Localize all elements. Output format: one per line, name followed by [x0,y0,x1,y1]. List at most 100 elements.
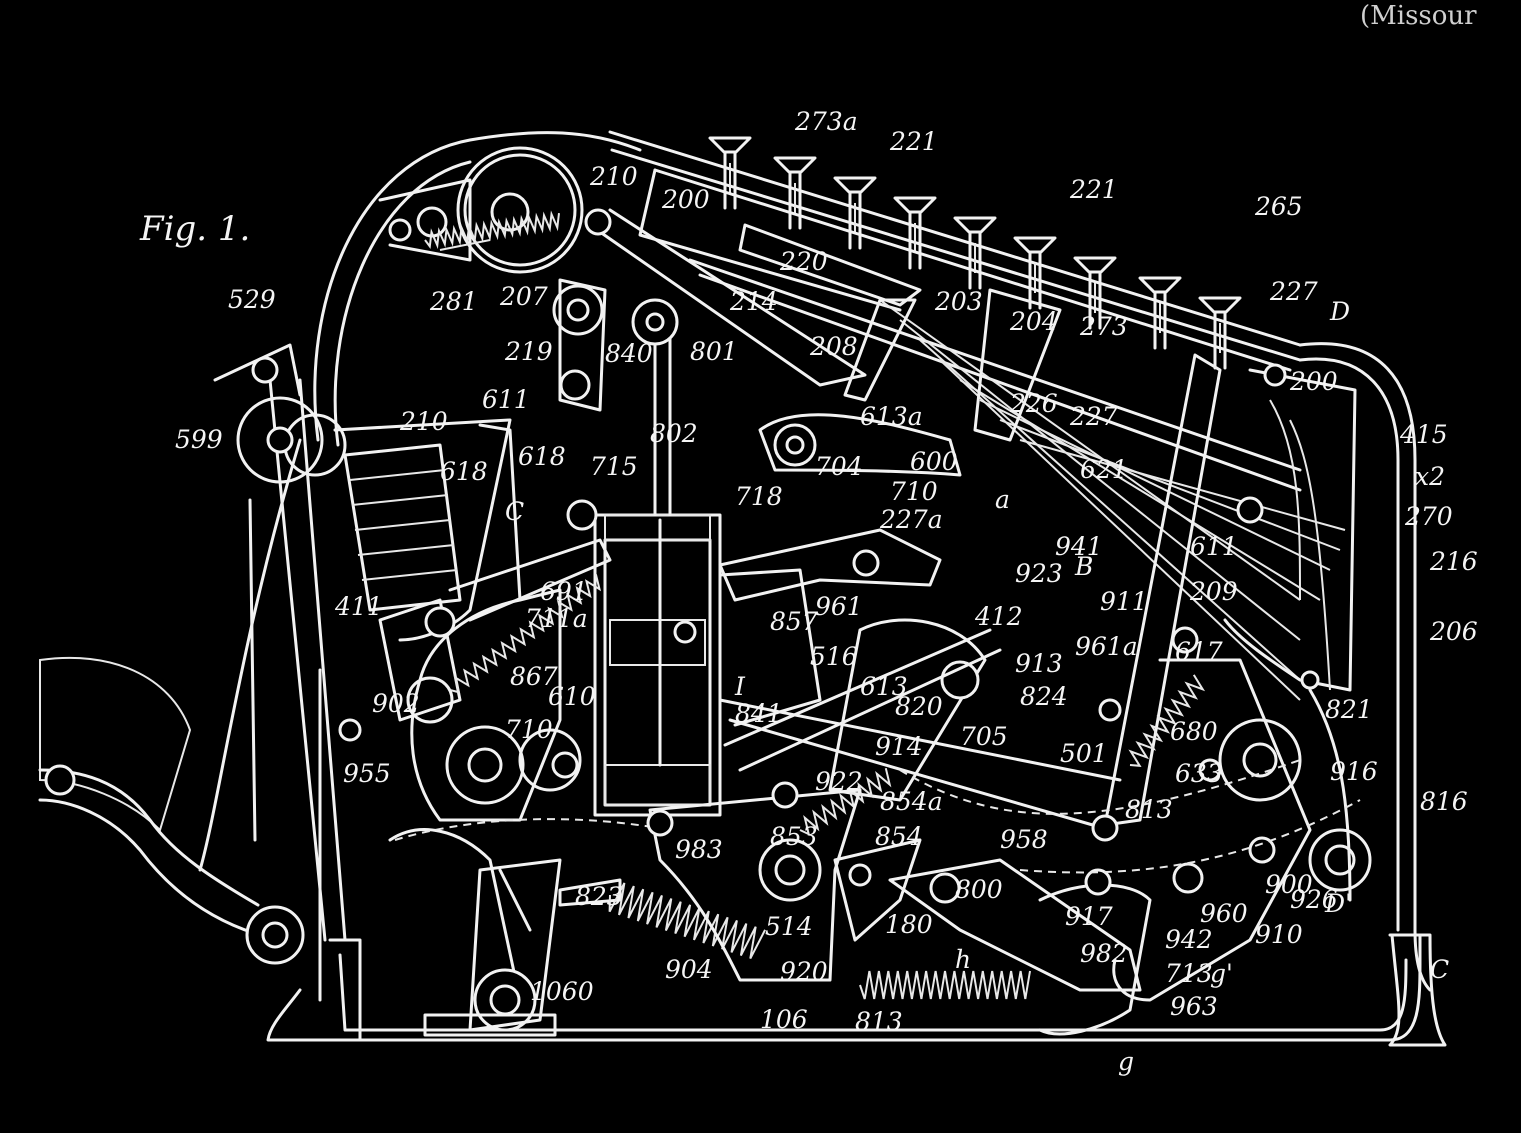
reference-label: 963 [1170,992,1218,1021]
reference-label: I [734,672,746,701]
reference-label: h [955,945,971,974]
reference-label: 273 [1079,312,1128,341]
reference-label: 813 [1125,795,1173,824]
reference-label: 961 [815,592,863,621]
reference-label: 501 [1060,739,1108,768]
reference-label: 802 [650,419,698,448]
reference-label: 821 [1325,695,1373,724]
reference-label: 816 [1420,787,1468,816]
reference-label: 813 [855,1007,903,1036]
reference-label: 801 [690,337,738,366]
reference-label: 514 [765,912,813,941]
reference-label: 281 [429,287,478,316]
reference-label: 599 [175,425,223,454]
reference-label: 955 [343,759,391,788]
reference-label: 207 [499,282,548,311]
reference-label: 710 [890,477,938,506]
key [1013,236,1057,310]
reference-label: 867 [510,662,558,691]
reference-label: 226 [1009,389,1058,418]
header-text: (Missour [1360,1,1477,31]
reference-label: 824 [1020,682,1068,711]
reference-label: 923 [1015,559,1063,588]
reference-label: 691 [540,577,588,606]
reference-label: 529 [228,285,276,314]
reference-label: 922 [815,767,863,796]
reference-label: C [505,497,524,526]
reference-label: 203 [934,287,983,316]
key [773,156,817,230]
reference-label: 106 [760,1005,808,1034]
coil-spring [449,574,602,694]
reference-label: 209 [1189,577,1238,606]
reference-label: 227a [879,505,943,534]
reference-label: 200 [661,185,710,214]
reference-label: 823 [575,882,623,911]
reference-label: 841 [735,699,783,728]
lower-right-mechanism [888,496,1372,1036]
reference-label: 982 [1080,939,1128,968]
reference-label: 613a [860,402,923,431]
lower-center-lever [646,781,922,982]
reference-label: 926 [1290,885,1338,914]
reference-label: 220 [779,247,828,276]
reference-label: 961a [1075,632,1138,661]
reference-label: 621 [1080,455,1128,484]
reference-label: 611 [1190,532,1238,561]
figure-title: Fig. 1. [139,209,250,249]
lower-linkage [388,818,671,1037]
reference-label: 960 [1200,899,1248,928]
reference-label: 853 [770,822,818,851]
coil-spring [859,970,1031,1000]
reference-label: 200 [1289,367,1338,396]
reference-label: 854 [875,822,923,851]
reference-label: 210 [589,162,638,191]
reference-label: 983 [675,835,723,864]
reference-label: 227 [1069,402,1118,431]
reference-label: 208 [809,332,858,361]
reference-label: 210 [399,407,448,436]
reference-label: 221 [889,127,938,156]
center-cylinder [593,298,722,817]
reference-label: B [1074,552,1093,581]
reference-label: 180 [885,910,933,939]
coil-spring [424,210,560,250]
right-segment-stack [1223,363,1357,692]
reference-label: 718 [735,482,783,511]
key [953,216,997,290]
reference-label: D [1329,297,1350,326]
reference-label: 618 [518,442,566,471]
reference-label: 270 [1404,502,1453,531]
reference-label: 705 [960,722,1008,751]
reference-label: 1060 [530,977,594,1006]
reference-label: 516 [810,642,858,671]
ribbon-spool [378,146,612,412]
lower-left-gears [338,588,582,822]
reference-label: C [1430,955,1449,984]
reference-label: 857 [770,607,818,636]
key [708,136,752,210]
reference-label: 214 [729,287,778,316]
reference-label: 941 [1055,532,1103,561]
reference-label: D' [1324,889,1352,918]
key [893,196,937,270]
coil-spring [608,882,766,960]
reference-label: 917 [1065,902,1113,931]
springs [424,210,1206,1000]
reference-label: 704 [815,452,863,481]
reference-label: a [995,485,1010,514]
reference-label: g [1118,1047,1134,1076]
reference-label: 713 [1165,959,1213,988]
reference-label: 617 [1175,637,1223,666]
key [1198,296,1242,370]
reference-label: 902 [372,689,420,718]
key-row [708,136,1242,370]
reference-label: 610 [548,682,596,711]
reference-label: 958 [1000,825,1048,854]
reference-label: 913 [1015,649,1063,678]
reference-label: 633 [1175,759,1223,788]
reference-label: 710 [505,715,553,744]
reference-label: 216 [1429,547,1478,576]
